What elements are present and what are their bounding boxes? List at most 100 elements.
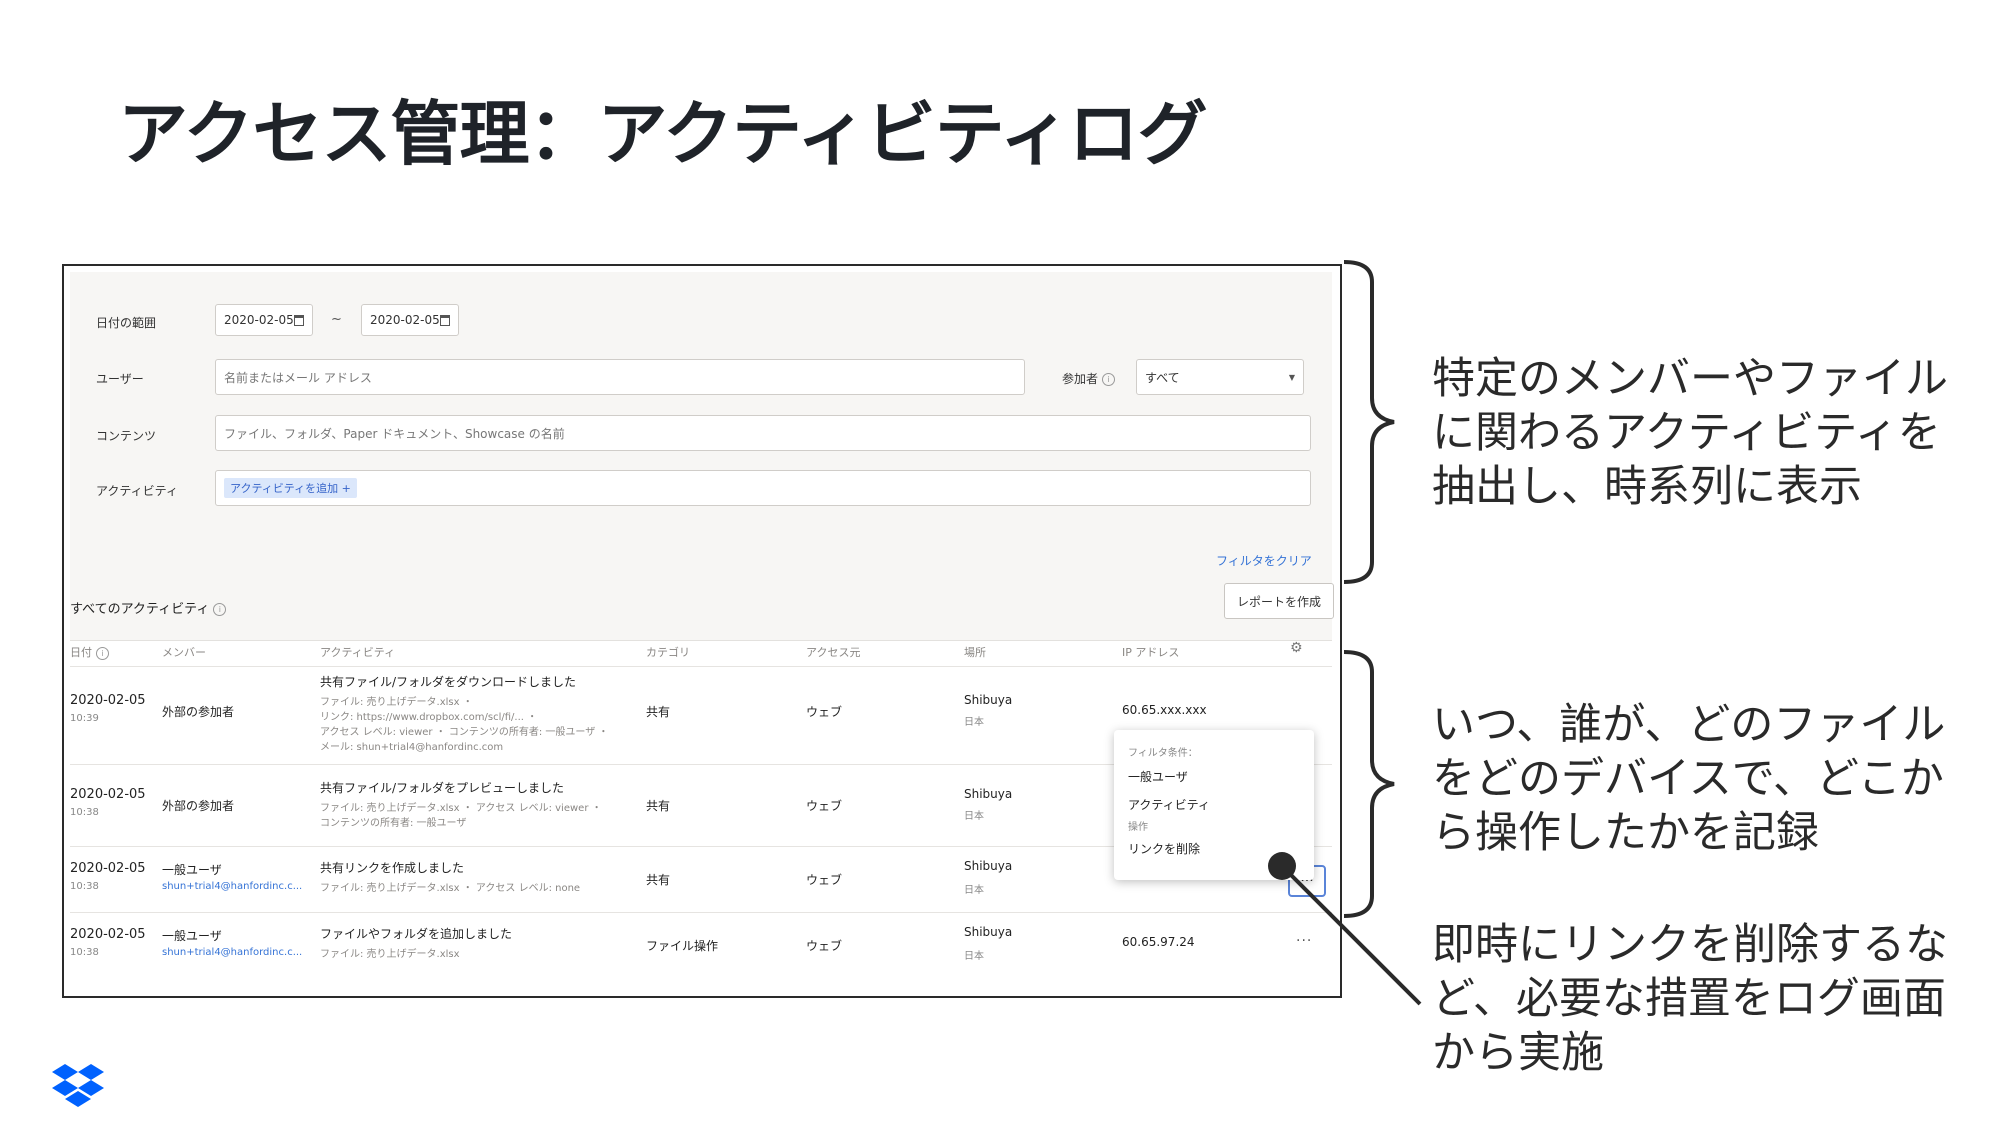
bracket-bottom xyxy=(1343,650,1395,918)
detail-line: ファイル: 売り上げデータ.xlsx xyxy=(320,949,460,960)
row-country: 日本 xyxy=(964,951,984,962)
header-place[interactable]: 場所 xyxy=(964,646,986,659)
date-from-input[interactable]: 2020-02-05 xyxy=(215,304,313,336)
detail-line: コンテンツの所有者: 一般ユーザ xyxy=(320,818,467,829)
participant-select[interactable]: すべて ▼ xyxy=(1136,359,1304,395)
user-placeholder: 名前またはメール アドレス xyxy=(224,370,372,385)
gear-icon[interactable]: ⚙ xyxy=(1290,640,1303,656)
row-source: ウェブ xyxy=(806,705,843,719)
detail-line: ファイル: 売り上げデータ.xlsx ・ xyxy=(320,697,473,708)
header-ip[interactable]: IP アドレス xyxy=(1122,646,1180,659)
date-to-input[interactable]: 2020-02-05 xyxy=(361,304,459,336)
header-date-text: 日付 xyxy=(70,646,92,659)
row-place: Shibuya xyxy=(964,859,1013,873)
header-activity[interactable]: アクティビティ xyxy=(320,646,396,659)
content-placeholder: ファイル、フォルダ、Paper ドキュメント、Showcase の名前 xyxy=(224,426,565,441)
activity-log-screenshot: 日付の範囲 2020-02-05 ~ 2020-02-05 ユーザー 名前または… xyxy=(62,264,1342,998)
calendar-icon[interactable] xyxy=(439,314,450,326)
row-activity-details: ファイル: 売り上げデータ.xlsx xyxy=(320,947,460,962)
row-member: 外部の参加者 xyxy=(162,799,235,813)
row-country: 日本 xyxy=(964,811,984,822)
table-row[interactable]: 2020-02-05 10:39 外部の参加者 共有ファイル/フォルダをダウンロ… xyxy=(70,666,1332,765)
activity-label: アクティビティ xyxy=(96,484,178,498)
row-member: 外部の参加者 xyxy=(162,705,235,719)
detail-line: アクセス レベル: viewer ・ コンテンツの所有者: 一般ユーザ ・ xyxy=(320,727,609,738)
row-email[interactable]: shun+trial4@hanfordinc.c... xyxy=(162,947,303,958)
row-country: 日本 xyxy=(964,717,984,728)
row-activity: 共有ファイル/フォルダをダウンロードしました xyxy=(320,675,577,689)
user-label: ユーザー xyxy=(96,372,144,386)
pointer-dot xyxy=(1268,852,1296,880)
calendar-icon[interactable] xyxy=(293,314,304,326)
participant-value: すべて xyxy=(1145,370,1180,385)
row-date: 2020-02-05 xyxy=(70,693,146,708)
detail-line: メール: shun+trial4@hanfordinc.com xyxy=(320,742,504,753)
info-icon[interactable]: i xyxy=(1102,373,1116,386)
row-member: 一般ユーザ xyxy=(162,929,222,943)
row-ip: 60.65.xxx.xxx xyxy=(1122,703,1207,717)
date-range-label: 日付の範囲 xyxy=(96,316,157,330)
table-row[interactable]: 2020-02-05 10:38 一般ユーザ shun+trial4@hanfo… xyxy=(70,846,1332,913)
header-date[interactable]: 日付 i xyxy=(70,644,109,660)
row-category: 共有 xyxy=(646,705,671,719)
popup-operation-heading: 操作 xyxy=(1128,822,1148,833)
dropbox-logo-icon xyxy=(52,1064,104,1107)
popup-filter-activity[interactable]: アクティビティ xyxy=(1128,798,1210,812)
row-country: 日本 xyxy=(964,885,984,896)
bracket-top xyxy=(1343,260,1395,584)
header-category[interactable]: カテゴリ xyxy=(646,646,690,659)
content-search-input[interactable]: ファイル、フォルダ、Paper ドキュメント、Showcase の名前 xyxy=(215,415,1311,451)
row-category: ファイル操作 xyxy=(646,939,719,953)
popup-filter-user[interactable]: 一般ユーザ xyxy=(1128,770,1188,784)
row-source: ウェブ xyxy=(806,799,843,813)
content-label: コンテンツ xyxy=(96,429,157,443)
row-time: 10:38 xyxy=(70,881,99,892)
row-member: 一般ユーザ xyxy=(162,863,222,877)
row-ip: 60.65.97.24 xyxy=(1122,935,1195,949)
create-report-button[interactable]: レポートを作成 xyxy=(1224,583,1334,619)
row-email[interactable]: shun+trial4@hanfordinc.c... xyxy=(162,881,303,892)
activity-input[interactable]: アクティビティを追加 + xyxy=(215,470,1311,506)
add-activity-chip[interactable]: アクティビティを追加 + xyxy=(224,478,357,498)
detail-line: リンク: https://www.dropbox.com/scl/fi/... … xyxy=(320,712,538,723)
participant-label-text: 参加者 xyxy=(1062,372,1099,386)
callout-action-description: 即時にリンクを削除するな ど、必要な措置をログ画面 から実施 xyxy=(1432,920,1948,1078)
date-separator: ~ xyxy=(331,312,342,327)
callout-filter-description: 特定のメンバーやファイル に関わるアクティビティを 抽出し、時系列に表示 xyxy=(1432,354,1948,512)
row-date: 2020-02-05 xyxy=(70,787,146,802)
row-source: ウェブ xyxy=(806,939,843,953)
row-time: 10:38 xyxy=(70,947,99,958)
detail-line: ファイル: 売り上げデータ.xlsx ・ アクセス レベル: viewer ・ xyxy=(320,803,602,814)
popup-heading: フィルタ条件： xyxy=(1128,748,1198,759)
table-row[interactable]: 2020-02-05 10:38 外部の参加者 共有ファイル/フォルダをプレビュ… xyxy=(70,764,1332,847)
info-icon[interactable]: i xyxy=(213,603,227,616)
row-activity-details: ファイル: 売り上げデータ.xlsx ・ アクセス レベル: viewer ・ … xyxy=(320,801,602,831)
row-time: 10:39 xyxy=(70,713,99,724)
all-activity-title-text: すべてのアクティビティ xyxy=(70,602,210,617)
clear-filter-link[interactable]: フィルタをクリア xyxy=(1216,554,1312,568)
more-icon[interactable]: ··· xyxy=(1296,933,1313,949)
row-category: 共有 xyxy=(646,873,671,887)
row-place: Shibuya xyxy=(964,693,1013,707)
row-place: Shibuya xyxy=(964,925,1013,939)
row-category: 共有 xyxy=(646,799,671,813)
callout-record-description: いつ、誰が、どのファイル をどのデバイスで、どこか ら操作したかを記録 xyxy=(1432,700,1946,858)
row-activity-details: ファイル: 売り上げデータ.xlsx ・ リンク: https://www.dr… xyxy=(320,695,608,755)
filter-panel: 日付の範囲 2020-02-05 ~ 2020-02-05 ユーザー 名前または… xyxy=(70,272,1332,641)
info-icon[interactable]: i xyxy=(96,646,109,660)
date-from-value: 2020-02-05 xyxy=(224,313,294,327)
header-member[interactable]: メンバー xyxy=(162,646,206,659)
user-search-input[interactable]: 名前またはメール アドレス xyxy=(215,359,1025,395)
row-activity: ファイルやフォルダを追加しました xyxy=(320,927,513,941)
pointer-line xyxy=(1280,864,1422,1006)
chevron-down-icon: ▼ xyxy=(1288,372,1295,382)
row-activity: 共有ファイル/フォルダをプレビューしました xyxy=(320,781,565,795)
row-source: ウェブ xyxy=(806,873,843,887)
header-source[interactable]: アクセス元 xyxy=(806,646,861,659)
row-activity-details: ファイル: 売り上げデータ.xlsx ・ アクセス レベル: none xyxy=(320,881,580,896)
table-row[interactable]: 2020-02-05 10:38 一般ユーザ shun+trial4@hanfo… xyxy=(70,912,1332,979)
row-activity: 共有リンクを作成しました xyxy=(320,861,465,875)
popup-delete-link[interactable]: リンクを削除 xyxy=(1128,842,1201,856)
row-date: 2020-02-05 xyxy=(70,861,146,876)
